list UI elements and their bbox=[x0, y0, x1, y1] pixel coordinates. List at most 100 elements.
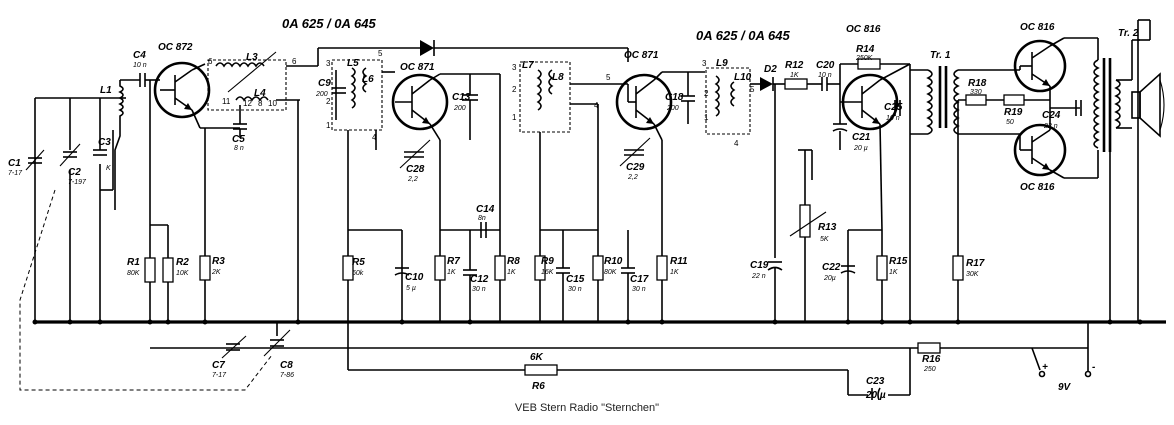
diode-top: 0A 625 / 0A 645 bbox=[282, 16, 629, 66]
r10-value: 80K bbox=[604, 269, 617, 276]
c17-label: C17 bbox=[630, 274, 649, 285]
if-filter-2: L7 L8 3 2 1 5 4 R9 16K C15 30 n R10 80K bbox=[512, 60, 628, 322]
r16-value: 250 bbox=[923, 366, 936, 373]
t2-network: C13 200 C28 2,2 R7 1K C12 30 n C14 8n R8… bbox=[399, 73, 520, 322]
output-stage: C24 22 n Tr. 2 bbox=[1019, 19, 1151, 322]
transistor-t5: OC 816 bbox=[1013, 22, 1067, 93]
c22-label: C22 bbox=[822, 262, 841, 273]
r18-resistor bbox=[965, 94, 987, 106]
transistor-t1: OC 872 bbox=[153, 42, 211, 129]
svg-text:2: 2 bbox=[704, 89, 709, 98]
c12-value: 30 n bbox=[472, 286, 486, 293]
svg-text:5: 5 bbox=[378, 49, 383, 58]
r9-resistor bbox=[534, 255, 546, 281]
r1-resistor bbox=[144, 257, 156, 283]
r17-value: 30K bbox=[966, 271, 979, 278]
c10-value: 5 µ bbox=[406, 285, 416, 292]
transistor-t2: OC 871 bbox=[391, 62, 449, 131]
c29-label: C29 bbox=[626, 162, 645, 173]
c23-value: 20 µ bbox=[865, 390, 886, 400]
r17-label: R17 bbox=[966, 258, 985, 269]
speaker-icon bbox=[1131, 72, 1165, 138]
svg-text:1: 1 bbox=[704, 113, 709, 122]
r16-label: R16 bbox=[922, 354, 941, 365]
r11-value: 1K bbox=[670, 269, 679, 276]
r6-value: 6K bbox=[530, 352, 544, 363]
c18-label: C18 bbox=[665, 92, 684, 103]
c21-value: 20 µ bbox=[853, 145, 868, 152]
svg-text:2: 2 bbox=[326, 97, 331, 106]
c18-value: 200 bbox=[666, 105, 679, 112]
svg-text:4: 4 bbox=[372, 133, 377, 142]
c4-value: 10 n bbox=[133, 62, 147, 69]
c7-label: C7 bbox=[212, 360, 225, 371]
r10-resistor bbox=[592, 255, 604, 281]
tr2-label: Tr. 2 bbox=[1118, 28, 1139, 39]
r17-resistor bbox=[952, 255, 964, 281]
t1-network: R1 80K R2 10K R3 2K C5 8 n bbox=[127, 80, 247, 322]
diode-header-1: 0A 625 / 0A 645 bbox=[282, 16, 376, 31]
c24-value: 22 n bbox=[1043, 123, 1058, 130]
r2-value: 10K bbox=[176, 270, 189, 277]
transistor-t4: OC 816 bbox=[840, 24, 899, 131]
svg-text:8: 8 bbox=[258, 99, 263, 108]
c14-label: C14 bbox=[476, 204, 495, 215]
l4-label: L4 bbox=[254, 88, 266, 99]
c12-label: C12 bbox=[470, 274, 489, 285]
tr1-label: Tr. 1 bbox=[930, 50, 951, 61]
r6-label: R6 bbox=[532, 381, 545, 392]
c10-label: C10 bbox=[405, 272, 424, 283]
t5-label: OC 816 bbox=[1020, 22, 1055, 33]
c5-label: C5 bbox=[232, 134, 245, 145]
r3-value: 2K bbox=[211, 269, 221, 276]
l3-label: L3 bbox=[246, 52, 258, 63]
t3-network: C18 200 C29 2,2 C17 30 n R11 1K bbox=[619, 71, 705, 322]
svg-text:1: 1 bbox=[326, 121, 331, 130]
r8-resistor bbox=[494, 255, 506, 281]
d2-label: D2 bbox=[764, 64, 777, 75]
c17-value: 30 n bbox=[632, 286, 646, 293]
caption: VEB Stern Radio "Sternchen" bbox=[514, 402, 660, 414]
r18-label: R18 bbox=[968, 78, 987, 89]
battery-minus: - bbox=[1092, 362, 1096, 373]
svg-text:5: 5 bbox=[750, 85, 755, 94]
c1-value: 7-17 bbox=[8, 170, 23, 177]
t1-label: OC 872 bbox=[158, 42, 193, 53]
c19-label: C19 bbox=[750, 260, 769, 271]
r15-value: 1K bbox=[889, 269, 898, 276]
c7-value: 7-17 bbox=[212, 372, 227, 379]
r5-label: R5 bbox=[352, 257, 365, 268]
c25-label: C25 bbox=[884, 102, 903, 113]
c28-label: C28 bbox=[406, 164, 425, 175]
c2-value: 7-197 bbox=[68, 179, 87, 186]
c20-value: 10 n bbox=[818, 72, 832, 79]
battery-voltage: 9V bbox=[1058, 382, 1072, 393]
c8-value: 7-86 bbox=[280, 372, 294, 379]
c14-value: 8n bbox=[478, 215, 486, 222]
r11-label: R11 bbox=[670, 256, 688, 267]
r18-value: 330 bbox=[970, 89, 982, 96]
c5-value: 8 n bbox=[234, 145, 244, 152]
r1-label: R1 bbox=[127, 257, 140, 268]
c2-label: C2 bbox=[68, 167, 81, 178]
l1-label: L1 bbox=[100, 85, 112, 96]
c23-label: C23 bbox=[866, 376, 885, 387]
c3-value: K bbox=[106, 165, 111, 172]
r3-label: R3 bbox=[212, 256, 225, 267]
r13-resistor bbox=[799, 204, 811, 238]
diode-header-2: 0A 625 / 0A 645 bbox=[696, 28, 790, 43]
t6-label: OC 816 bbox=[1020, 182, 1055, 193]
l8-label: L8 bbox=[552, 72, 564, 83]
c9-value: 200 bbox=[315, 91, 328, 98]
r2-resistor bbox=[162, 257, 174, 283]
c25-value: 10 n bbox=[886, 115, 900, 122]
r5-resistor bbox=[342, 255, 354, 281]
svg-text:6: 6 bbox=[208, 57, 213, 66]
c21-label: C21 bbox=[852, 132, 871, 143]
r7-resistor bbox=[434, 255, 446, 281]
c8-label: C8 bbox=[280, 360, 293, 371]
r12-label: R12 bbox=[785, 60, 804, 71]
l10-label: L10 bbox=[734, 72, 752, 83]
svg-text:3: 3 bbox=[326, 59, 331, 68]
svg-text:2: 2 bbox=[512, 85, 517, 94]
